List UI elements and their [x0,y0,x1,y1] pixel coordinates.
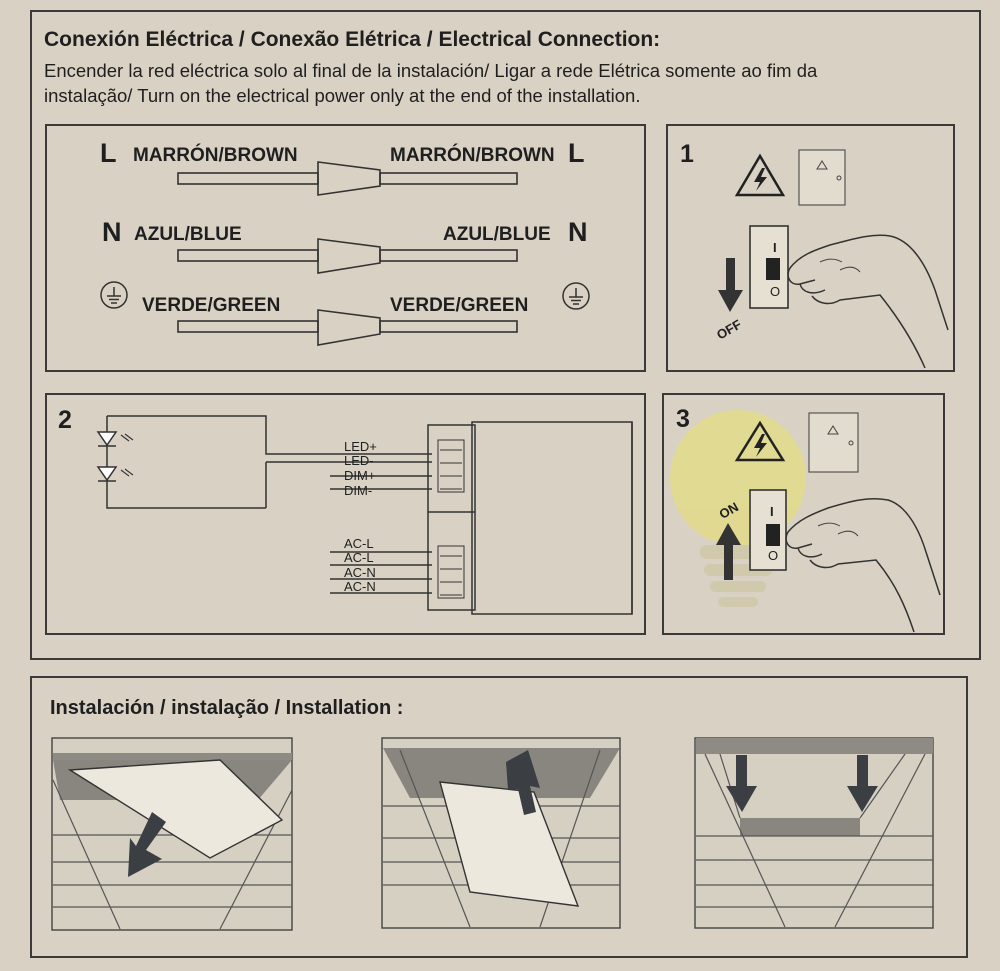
blue-label-left: AZUL/BLUE [134,224,242,245]
wiring-panel [45,124,646,372]
terminal-ac-l-2: AC-L [344,550,374,565]
live-symbol-left: L [100,138,117,168]
instruction-line-2: instalação/ Turn on the electrical power… [44,85,641,106]
arrow-up-icon [506,750,540,815]
neutral-symbol-left: N [102,217,122,247]
hand-icon [787,234,949,369]
terminal-ac-n-2: AC-N [344,579,376,594]
page-title: Conexión Eléctrica / Conexão Elétrica / … [44,28,661,51]
electrical-connection-frame [30,10,981,660]
terminal-led-plus: LED+ [344,439,377,454]
step3-switch-on-mark: I [770,504,774,519]
terminal-led-minus: LED- [344,453,374,468]
live-symbol-right: L [568,138,585,168]
hand-icon [785,497,941,633]
installation-frame [30,676,968,958]
installation-title: Instalación / instalação / Installation … [50,697,404,719]
terminal-ac-l-1: AC-L [344,536,374,551]
step1-number: 1 [680,140,694,168]
install-step-3-image [694,737,934,929]
step1-panel [666,124,955,372]
terminal-dim-minus: DIM- [344,483,373,498]
green-label-left: VERDE/GREEN [142,295,281,316]
terminal-dim-plus: DIM+ [344,468,376,483]
brown-label-right: MARRÓN/BROWN [390,145,555,166]
high-voltage-warning-icon [734,420,786,462]
neutral-symbol-right: N [568,217,588,247]
arrow-up-icon [716,523,741,580]
install-step-1-image [51,737,293,931]
arrow-down-icon [726,755,878,812]
step3-panel [662,393,945,635]
terminal-ac-n-1: AC-N [344,565,376,580]
install-step-2-image [381,737,621,929]
step1-switch-on-mark: I [773,240,777,255]
brown-label-left: MARRÓN/BROWN [133,145,298,166]
led-diode-icon [96,431,134,482]
high-voltage-warning-icon [734,153,786,197]
arrow-down-icon [718,258,743,312]
green-label-right: VERDE/GREEN [390,295,529,316]
blue-label-right: AZUL/BLUE [443,224,551,245]
instruction-line-1: Encender la red eléctrica solo al final … [44,60,818,81]
step2-number: 2 [58,406,72,434]
step3-number: 3 [676,405,690,433]
step3-switch-off-mark: O [768,548,779,563]
step1-switch-off-mark: O [770,284,781,299]
step2-panel [45,393,646,635]
arrow-down-icon [128,812,166,877]
